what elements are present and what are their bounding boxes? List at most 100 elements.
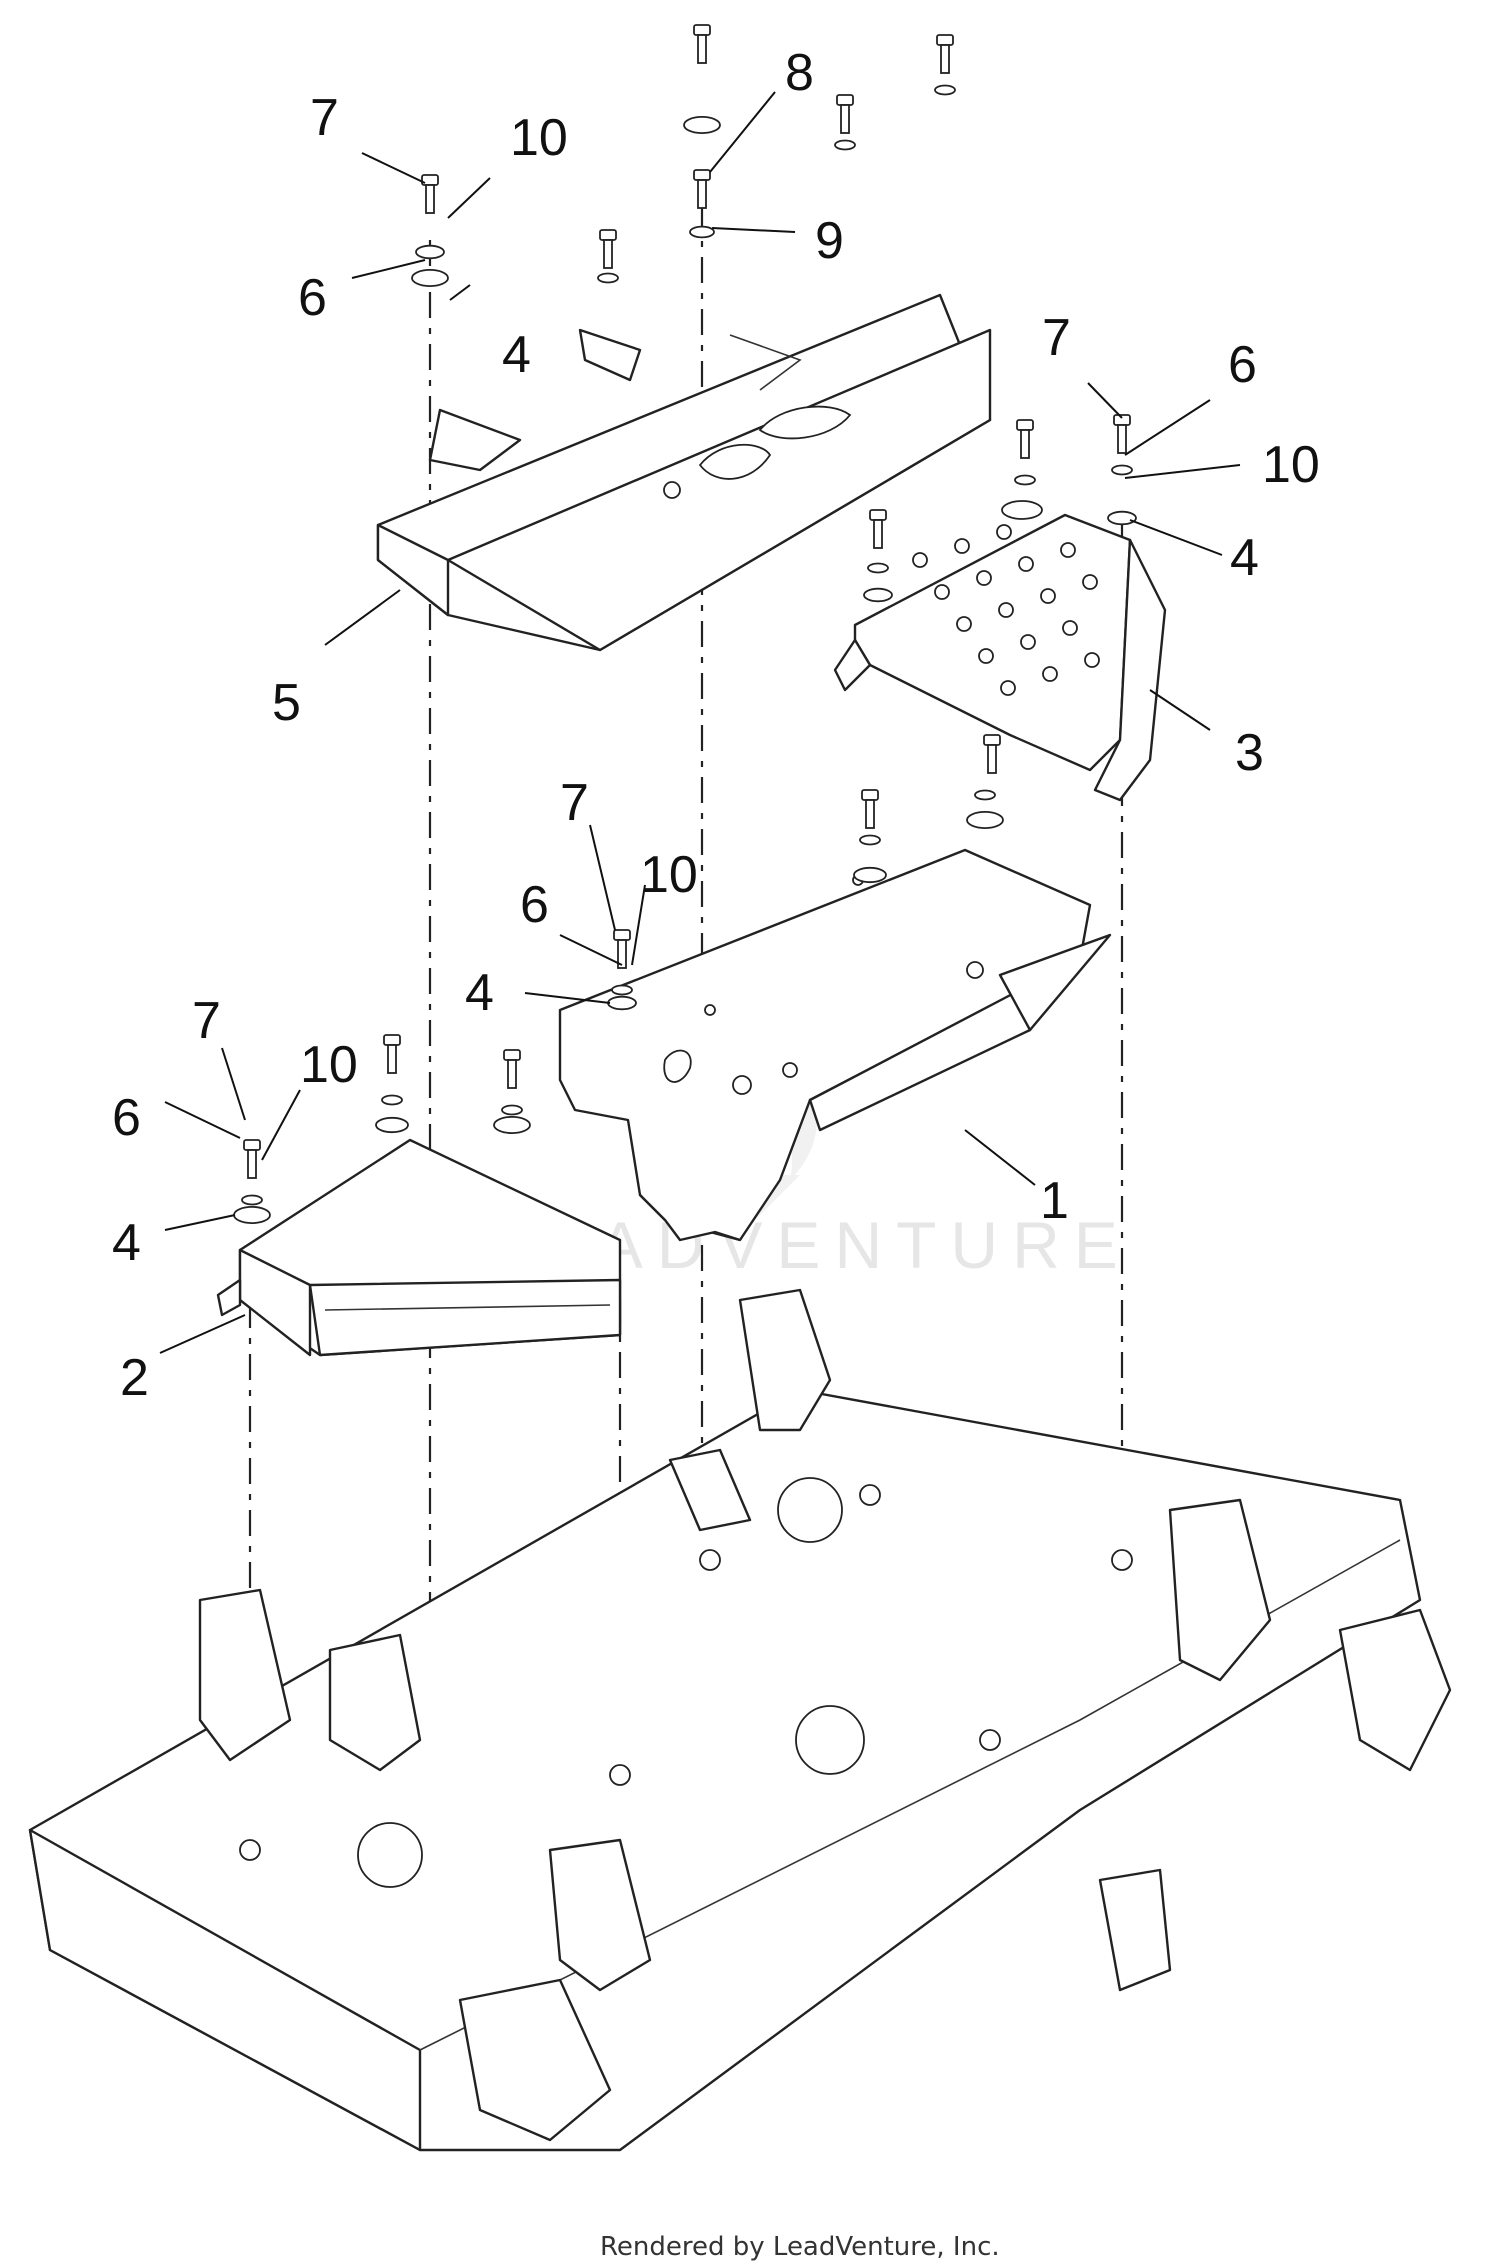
bolt-head [613, 929, 631, 941]
bolt-head [1016, 419, 1034, 431]
callout-10: 10 [1262, 436, 1320, 494]
step-plate-holes [912, 524, 1100, 696]
bolt [836, 94, 854, 134]
bolt [613, 929, 631, 969]
washer [411, 268, 449, 287]
step-plate-hole [1062, 620, 1078, 636]
washer [834, 139, 856, 151]
washer [1111, 464, 1133, 476]
step-plate-hole [1018, 556, 1034, 572]
callout-7: 7 [310, 89, 339, 147]
callout-6: 6 [520, 876, 549, 934]
bolt-shank [987, 744, 997, 774]
bolt [983, 734, 1001, 774]
callout-2: 2 [120, 1349, 149, 1407]
part-2-front-cover [216, 1138, 622, 1357]
bolt-head [869, 509, 887, 521]
step-plate-hole [956, 616, 972, 632]
washer [597, 272, 619, 284]
part-1-housing [558, 848, 1112, 1242]
bolt-head [693, 24, 711, 36]
bolt-shank [1117, 424, 1127, 454]
step-plate-hole [998, 602, 1014, 618]
callout-7: 7 [560, 774, 589, 832]
washer [974, 789, 996, 801]
bolt-shank [617, 939, 627, 969]
bolt-shank [697, 34, 707, 64]
bolt-head [243, 1139, 261, 1151]
bolt [383, 1034, 401, 1074]
bolt [693, 169, 711, 209]
callout-10: 10 [510, 109, 568, 167]
washer [501, 1104, 523, 1116]
callout-7: 7 [192, 992, 221, 1050]
step-plate-hole [1042, 666, 1058, 682]
washer [493, 1116, 531, 1135]
callout-4: 4 [502, 326, 531, 384]
bolt-shank [840, 104, 850, 134]
washer [859, 834, 881, 846]
bolt-shank [697, 179, 707, 209]
step-plate-hole [1020, 634, 1036, 650]
bolt-head [599, 229, 617, 241]
step-plate-hole [996, 524, 1012, 540]
washer [863, 587, 893, 603]
callout-10: 10 [640, 846, 698, 904]
washer [683, 116, 721, 135]
bolt-shank [1020, 429, 1030, 459]
step-plate-hole [1060, 542, 1076, 558]
step-plate-hole [934, 584, 950, 600]
bolt [503, 1049, 521, 1089]
callout-6: 6 [1228, 336, 1257, 394]
callout-8: 8 [785, 44, 814, 102]
step-plate-hole [1082, 574, 1098, 590]
bolt-head [383, 1034, 401, 1046]
bolt-shank [425, 184, 435, 214]
step-plate-hole [1000, 680, 1016, 696]
part-5-cover-plate [376, 293, 992, 652]
step-plate-hole [978, 648, 994, 664]
bolt-shank [247, 1149, 257, 1179]
washer [607, 995, 637, 1011]
washer [375, 1116, 409, 1134]
step-plate-hole [976, 570, 992, 586]
washer [1001, 500, 1043, 520]
step-plate-hole [1084, 652, 1100, 668]
leader-lines [159, 91, 1241, 1354]
bolt [1016, 419, 1034, 459]
bolt-shank [387, 1044, 397, 1074]
bolt-head [983, 734, 1001, 746]
callout-10: 10 [300, 1036, 358, 1094]
callout-4: 4 [1230, 529, 1259, 587]
bolt-shank [603, 239, 613, 269]
bolt [421, 174, 439, 214]
washer [233, 1206, 271, 1225]
footer-credit: Rendered by LeadVenture, Inc. [600, 2232, 1000, 2262]
bolt [599, 229, 617, 269]
bolt [693, 24, 711, 64]
washer [611, 984, 633, 996]
bolt-shank [865, 799, 875, 829]
washer [381, 1094, 403, 1106]
callout-9: 9 [815, 212, 844, 270]
washer [934, 84, 956, 96]
washer [1107, 510, 1137, 526]
washer [415, 244, 445, 260]
bolt-head [1113, 414, 1131, 426]
mower-deck [28, 1288, 1452, 2152]
callouts: 7 10 6 4 8 9 5 7 6 10 4 3 7 10 6 4 1 7 1… [112, 44, 1320, 1407]
callout-4: 4 [465, 964, 494, 1022]
callout-1: 1 [1040, 1172, 1069, 1230]
bolt-shank [873, 519, 883, 549]
hardware [233, 24, 1137, 1225]
washer [867, 562, 889, 574]
bolt [869, 509, 887, 549]
bolt-head [693, 169, 711, 181]
bolt-head [503, 1049, 521, 1061]
washer [689, 225, 715, 239]
bolt [243, 1139, 261, 1179]
washer [853, 866, 887, 884]
washer [241, 1194, 263, 1206]
bolt-head [936, 34, 954, 46]
